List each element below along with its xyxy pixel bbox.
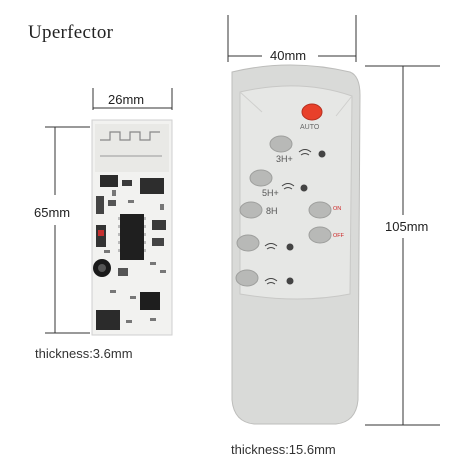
remote-on-label: ON [333,206,341,212]
brand-logo-text: Uperfector [28,22,114,43]
remote-off-label: OFF [333,233,345,239]
remote-3h-label: 3H+ [276,154,293,164]
remote-width-dimension [227,15,357,62]
board-height-label: 65mm [34,205,71,220]
board-height-dimension [45,126,90,334]
board-width-label: 26mm [108,92,145,107]
board-thickness-label: thickness:3.6mm [35,346,133,361]
remote-control: AUTO 3H+ 5H+ 8H ON OFF [231,64,361,425]
board-width-dimension [92,88,173,110]
remote-width-label: 40mm [270,48,307,63]
pcb-board [91,119,173,336]
remote-height-label: 105mm [385,219,429,234]
remote-auto-label: AUTO [300,124,320,131]
remote-thickness-label: thickness:15.6mm [231,442,336,457]
remote-8h-label: 8H [266,206,278,216]
remote-height-dimension [365,65,440,426]
remote-5h-label: 5H+ [262,188,279,198]
